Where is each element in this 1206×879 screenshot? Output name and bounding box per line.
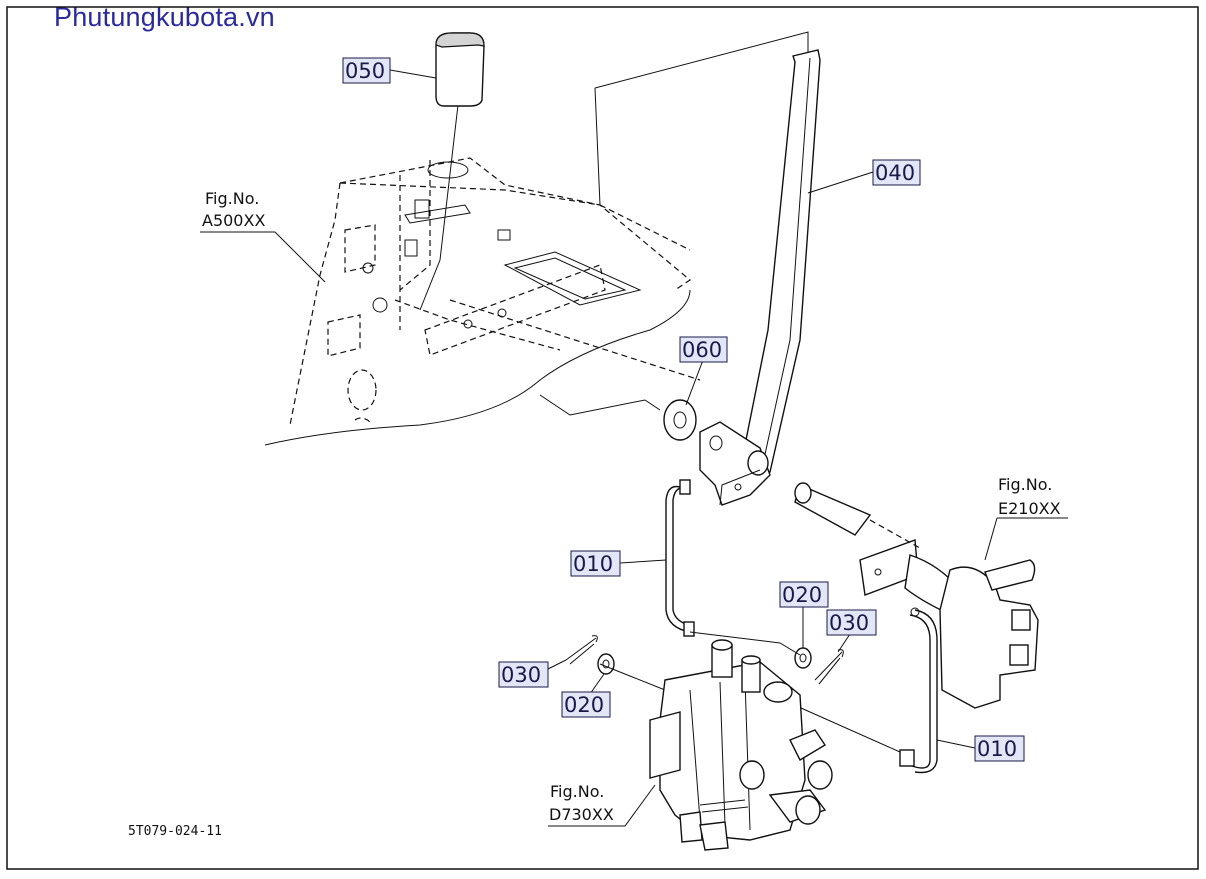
callout-050: 050	[342, 57, 391, 84]
figref-e210-number: E210XX	[998, 499, 1061, 518]
figref-e210-label: Fig.No.	[998, 475, 1052, 494]
callout-040-text: 040	[875, 161, 915, 185]
drawing-number: 5T079-024-11	[128, 824, 222, 839]
link-rod-right	[899, 607, 938, 774]
washer-060	[663, 399, 697, 441]
cotter-pin-030-left	[565, 635, 598, 665]
knob-axis-line	[419, 104, 459, 311]
lever-guide-line	[539, 31, 809, 416]
lever-knob	[435, 32, 485, 107]
shaft-bracket	[794, 482, 1039, 709]
fender-panel	[264, 157, 701, 446]
washer-020-right	[794, 647, 812, 669]
washer-020-left	[597, 653, 615, 675]
callout-010-left-text: 010	[573, 552, 613, 576]
callout-030-right-text: 030	[829, 611, 869, 635]
figref-a500-number: A500XX	[202, 211, 265, 230]
callout-040: 040	[872, 159, 921, 186]
callout-010-left: 010	[570, 550, 621, 577]
leader-lines	[200, 69, 1068, 827]
lever-arm	[699, 49, 821, 506]
cotter-pin-030-right	[814, 649, 844, 685]
drawing-border	[6, 6, 1199, 870]
callout-020-right-text: 020	[782, 583, 822, 607]
control-valve	[649, 639, 833, 851]
callout-050-text: 050	[345, 59, 385, 83]
callout-060-text: 060	[682, 338, 722, 362]
callout-030-left: 030	[498, 661, 549, 688]
callout-020-left-text: 020	[564, 693, 604, 717]
figref-a500-label: Fig.No.	[205, 189, 259, 208]
callout-030-right: 030	[826, 609, 877, 636]
figref-d730-number: D730XX	[549, 805, 614, 824]
figref-d730-label: Fig.No.	[550, 782, 604, 801]
callout-010-right: 010	[974, 735, 1025, 762]
callout-020-right: 020	[779, 581, 829, 608]
callout-010-right-text: 010	[977, 737, 1017, 761]
link-rod-left	[665, 479, 695, 637]
callout-060: 060	[679, 336, 728, 363]
pin-axis-lines	[599, 631, 901, 753]
callout-030-left-text: 030	[501, 663, 541, 687]
callout-020-left: 020	[561, 691, 611, 718]
